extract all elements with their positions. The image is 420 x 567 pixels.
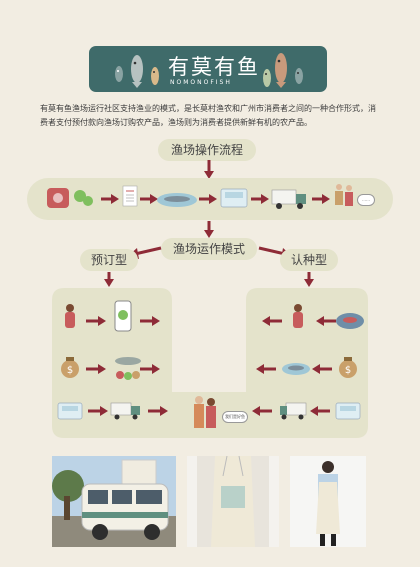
svg-text:$: $ [67,365,73,376]
delivery-truck-icon [280,402,307,420]
svg-text:$: $ [345,365,351,376]
arrow-icon [312,364,332,374]
down-arrow [204,160,214,179]
order-form-icon [122,185,138,207]
header-banner [89,46,327,92]
customers-icon [335,184,353,206]
fish-icon [295,68,303,84]
brand-subtitle: NOMONOFISH [170,79,232,86]
fish-icon [131,55,143,88]
fish-pond-icon [336,313,364,329]
delivery-truck-icon [110,402,140,420]
subscription-mode-label: 预订型 [80,249,138,271]
woman-icon [65,304,75,328]
banner-decoration [115,53,303,88]
delivery-truck-icon [271,189,306,209]
money-bag-icon: $ [61,357,79,378]
speech-bubble: 我们是好鱼 [222,411,248,423]
fish-icon [151,67,159,85]
model-apron-photo [290,456,366,547]
fish-on-plate-icon [157,193,197,207]
apron-photo [187,456,279,547]
process-title: 渔场操作流程 [158,139,256,161]
arrow-icon [86,316,106,326]
speech-bubble: …… [357,194,375,206]
down-arrow [204,221,214,238]
fish-icon [263,69,271,87]
arrow-icon [140,194,158,204]
fish-and-produce-icon [115,357,141,380]
modes-title: 渔场运作模式 [161,238,257,260]
arrow-icon [140,364,160,374]
adoption-mode-label: 认种型 [280,249,338,271]
customers-icon [194,396,216,428]
mobile-phone-icon [114,300,132,332]
process-flow-diagram [47,184,353,209]
arrow-icon [256,364,276,374]
arrow-icon [88,406,108,416]
phone-icon [47,188,69,208]
campervan-photo [52,456,176,547]
arrow-icon [252,406,272,416]
intro-paragraph: 有莫有鱼渔场运行社区支持渔业的模式，是长莫村渔农和广州市消费者之间的一种合作形式… [40,104,376,127]
woman-icon [293,304,303,328]
fish-icon [115,66,123,82]
money-bag-icon: $ [339,357,357,378]
arrow-icon [251,194,269,204]
arrow-icon [148,406,168,416]
chat-icon [74,190,93,206]
fish-on-plate-icon [282,363,310,375]
arrow-icon [101,194,119,204]
brand-title: 有莫有鱼 [168,55,260,79]
arrow-icon [262,316,282,326]
arrow-icon [140,316,160,326]
packaged-box-icon [335,402,361,420]
packaged-box-icon [220,188,248,208]
arrow-icon [316,316,336,326]
packaged-box-icon [57,402,83,420]
arrow-icon [199,194,217,204]
arrow-icon [86,364,106,374]
down-arrow [104,272,114,287]
arrow-icon [310,406,330,416]
arrow-icon [312,194,330,204]
down-arrow [304,272,314,287]
fish-icon [275,53,287,88]
